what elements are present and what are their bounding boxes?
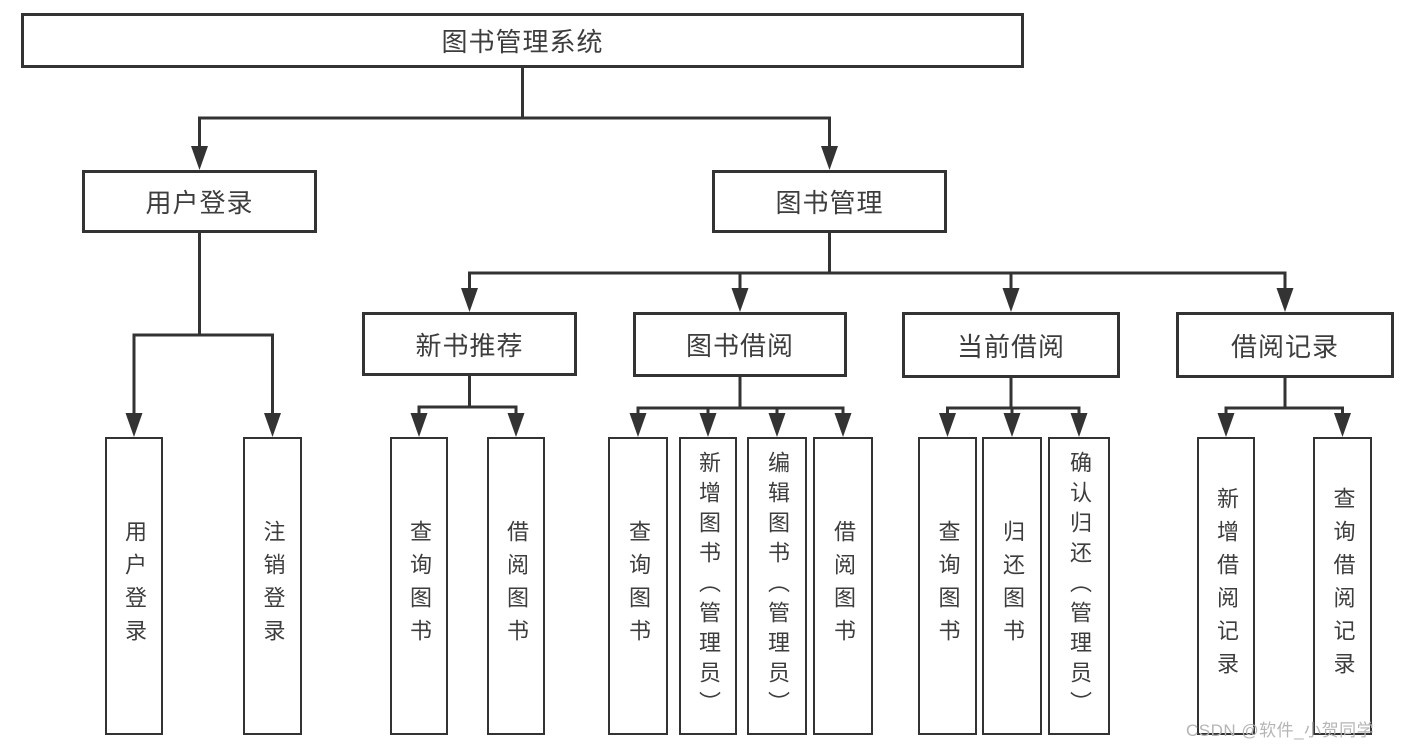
node-label: 查询图书	[407, 520, 432, 652]
arrowhead-icon	[731, 288, 749, 312]
diagram-node-add-books-admin: 新增图书（管理员）	[679, 437, 737, 735]
node-label: 注销登录	[260, 520, 286, 652]
node-label: 新增借阅记录	[1214, 487, 1239, 685]
diagram-node-borrow-books-borrowing: 借阅图书	[813, 437, 873, 735]
diagram-node-root: 图书管理系统	[21, 13, 1024, 68]
arrowhead-icon	[1002, 288, 1020, 312]
arrowhead-icon	[699, 413, 717, 437]
node-label: 查询图书	[935, 520, 961, 652]
diagram-node-book-management: 图书管理	[712, 170, 947, 233]
arrowhead-icon	[629, 413, 647, 437]
diagram-node-query-books-borrowing: 查询图书	[608, 437, 668, 735]
node-label: 借阅图书	[831, 520, 856, 652]
arrowhead-icon	[768, 413, 786, 437]
diagram-node-user-login-group: 用户登录	[82, 170, 317, 233]
node-label: 归还图书	[1000, 520, 1025, 652]
node-label: 查询图书	[626, 520, 651, 652]
diagram-node-current-borrowing: 当前借阅	[902, 312, 1120, 378]
arrowhead-icon	[821, 146, 838, 170]
arrowhead-icon	[834, 413, 852, 437]
arrowhead-icon	[939, 413, 956, 437]
diagram-node-borrowing-records: 借阅记录	[1176, 312, 1394, 378]
diagram-node-query-books-current: 查询图书	[918, 437, 977, 735]
diagram-node-borrow-books-recommend: 借阅图书	[487, 437, 545, 735]
arrowhead-icon	[410, 413, 428, 437]
node-label: 用户登录	[122, 520, 147, 652]
arrowhead-icon	[1334, 413, 1351, 437]
diagram-node-user-login: 用户登录	[105, 437, 163, 735]
arrowhead-icon	[1276, 288, 1294, 312]
diagram-node-return-books: 归还图书	[982, 437, 1042, 735]
arrowhead-icon	[461, 288, 478, 312]
arrowhead-icon	[507, 413, 525, 437]
diagram-node-query-books-recommend: 查询图书	[390, 437, 448, 735]
arrowhead-icon	[264, 413, 281, 437]
diagram-node-logout: 注销登录	[243, 437, 302, 735]
diagram-node-query-borrow-record: 查询借阅记录	[1313, 437, 1372, 735]
diagram-node-confirm-return-admin: 确认归还（管理员）	[1048, 437, 1110, 735]
node-label: 确认归还（管理员）	[1067, 451, 1092, 721]
diagram-node-add-borrow-record: 新增借阅记录	[1197, 437, 1255, 735]
node-label: 编辑图书（管理员）	[765, 451, 790, 721]
watermark: CSDN @软件_小贺同学	[1186, 721, 1375, 740]
arrowhead-icon	[1217, 413, 1235, 437]
arrowhead-icon	[125, 413, 143, 437]
arrowhead-icon	[191, 146, 208, 170]
node-label: 借阅图书	[504, 520, 529, 652]
node-label: 新增图书（管理员）	[696, 451, 721, 721]
arrowhead-icon	[1070, 413, 1088, 437]
diagram-node-new-book-recommend: 新书推荐	[362, 312, 577, 376]
diagram-node-edit-books-admin: 编辑图书（管理员）	[747, 437, 807, 735]
arrowhead-icon	[1003, 413, 1021, 437]
node-label: 查询借阅记录	[1330, 487, 1356, 685]
diagram-node-book-borrowing: 图书借阅	[633, 312, 847, 377]
